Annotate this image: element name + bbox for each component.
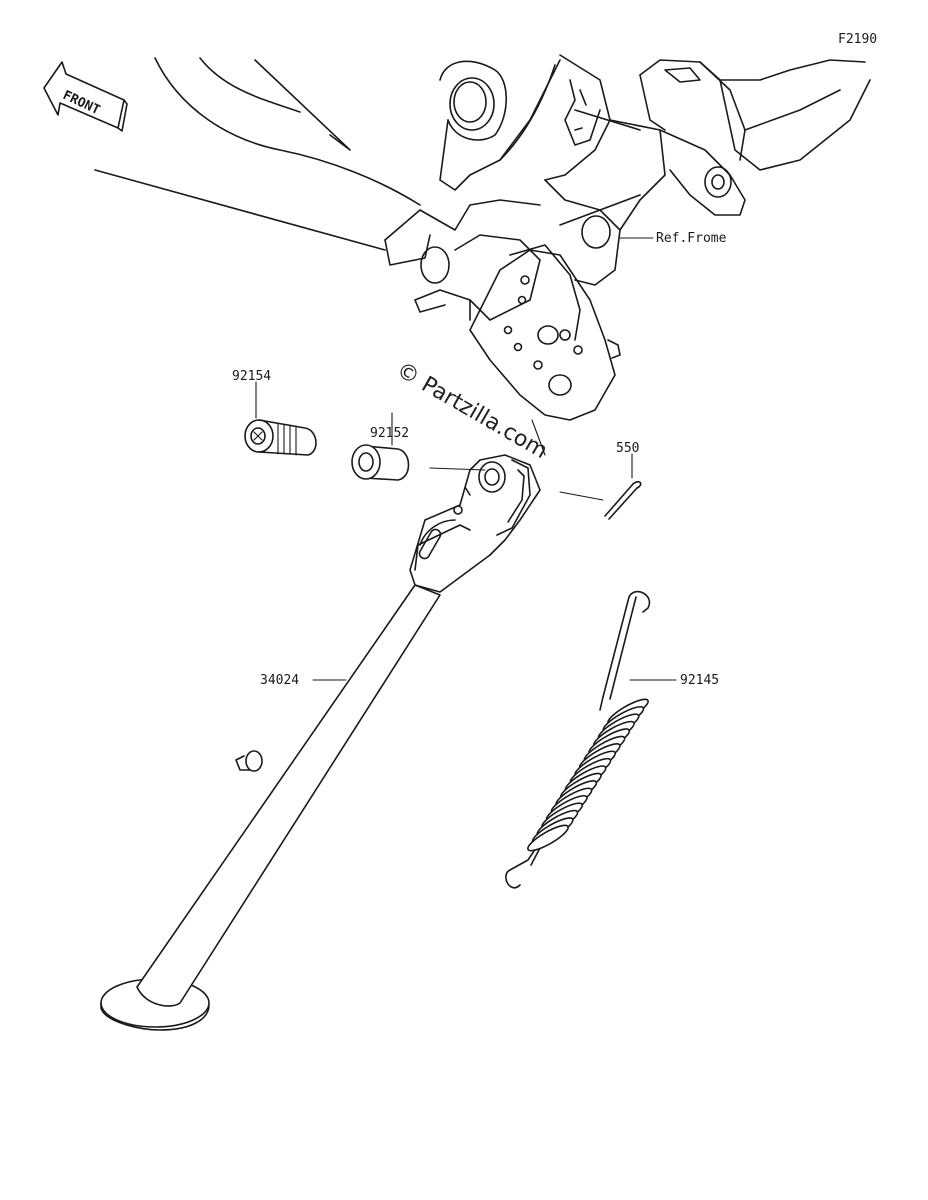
watermark: © Partzilla.com: [392, 358, 552, 465]
figure-code: F2190: [838, 32, 877, 47]
part-number-92152: 92152: [370, 426, 409, 441]
part-number-92154: 92154: [232, 369, 271, 384]
leader-bracket-path: [531, 419, 546, 456]
part-92145-spring[interactable]: [505, 590, 651, 889]
spring-coils: [527, 698, 649, 852]
leader-bolt-path: [429, 467, 486, 471]
part-550-cotter-pin[interactable]: [604, 480, 642, 520]
spring-coil: [527, 824, 569, 852]
part-34024-side-stand[interactable]: [100, 454, 541, 1031]
leader-pin-hole: [559, 491, 604, 501]
frame-reference-drawing: [94, 54, 871, 421]
part-92154-bolt[interactable]: [244, 419, 317, 456]
part-92152-collar[interactable]: [351, 444, 410, 481]
part-number-92145: 92145: [680, 673, 719, 688]
ref-frame-label: Ref.Frome: [656, 231, 727, 246]
front-arrow-icon: FRONT: [43, 61, 128, 132]
part-number-34024: 34024: [260, 673, 299, 688]
part-number-550: 550: [616, 441, 639, 456]
